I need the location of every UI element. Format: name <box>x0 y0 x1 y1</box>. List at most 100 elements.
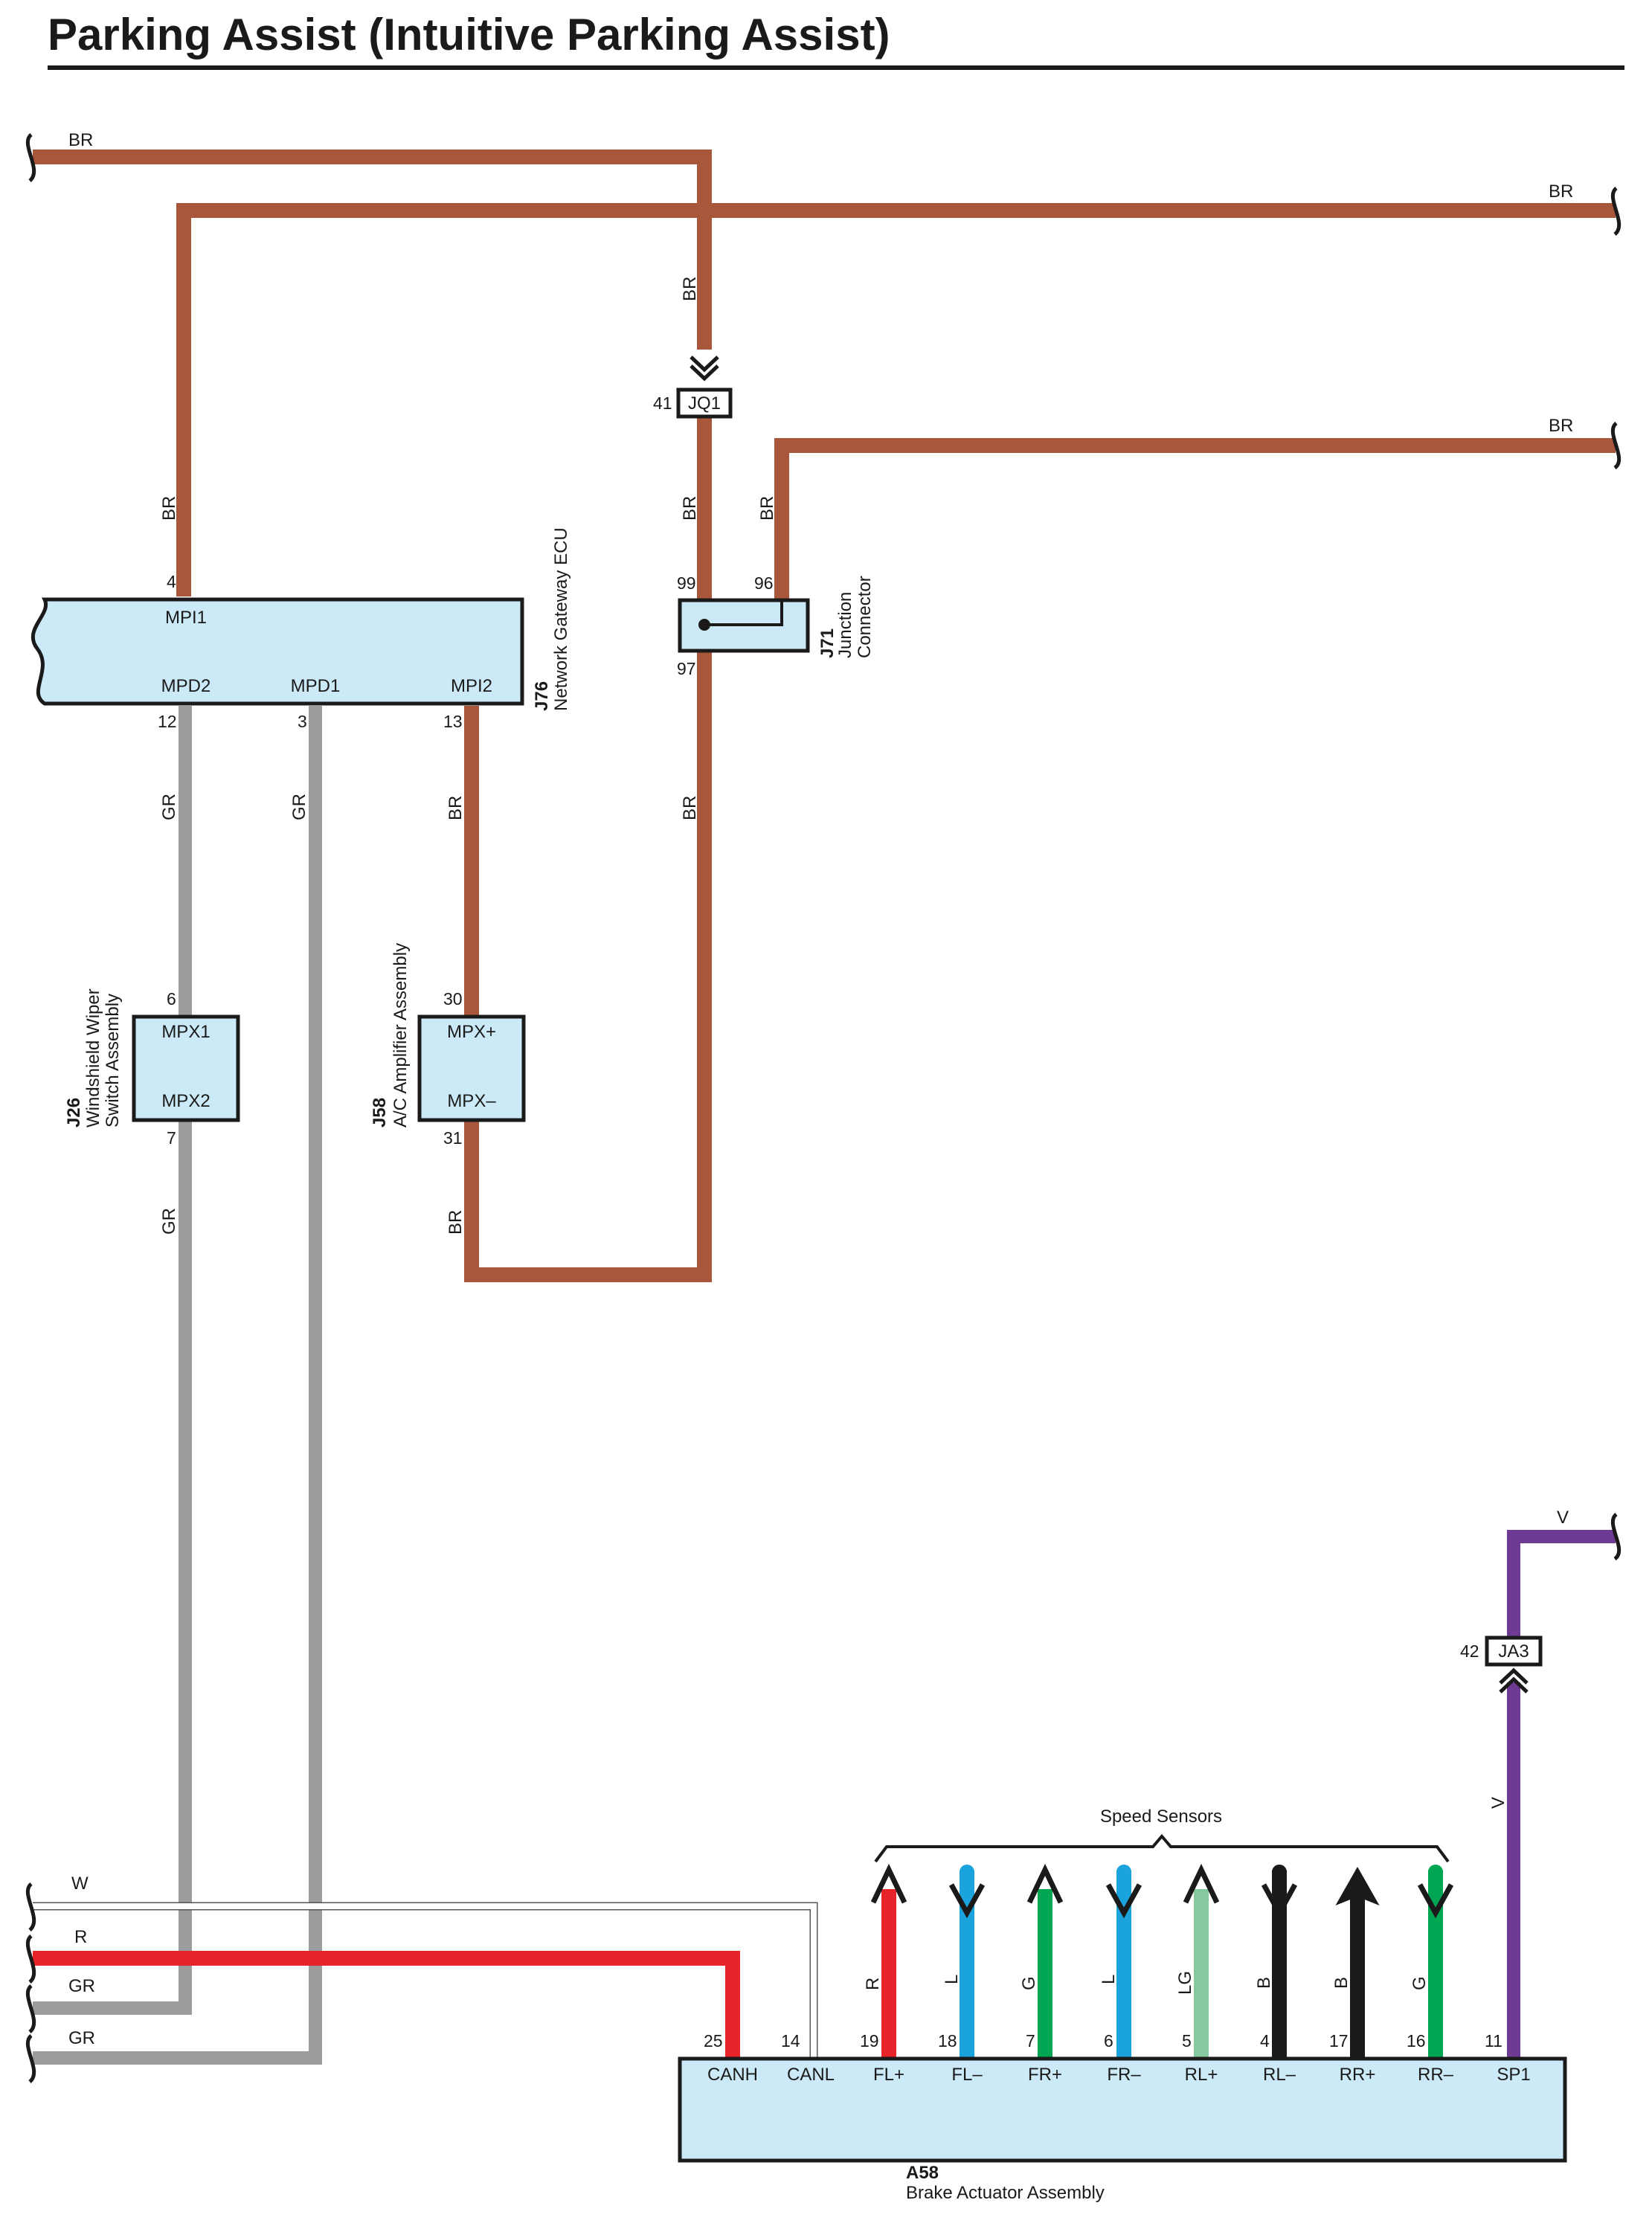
gr-wire-mpx2 <box>33 1120 192 2015</box>
br-wire-97-loop <box>464 651 712 1282</box>
terminal-name: MPD2 <box>161 676 211 696</box>
break-icon <box>25 2034 36 2083</box>
wire-break-marks <box>25 133 1622 2083</box>
wire-label: W <box>71 1873 89 1894</box>
terminal-name: RR– <box>1418 2065 1454 2085</box>
terminal-name: SP1 <box>1497 2065 1530 2085</box>
terminal-name: MPX+ <box>447 1022 496 1042</box>
speed-sensor-wires <box>870 1863 1454 2059</box>
component-name: Windshield Wiper <box>83 988 103 1128</box>
component-j58: MPX+ MPX– 30 31 J58 A/C Amplifier Assemb… <box>370 943 526 1148</box>
break-icon <box>1610 1513 1622 1561</box>
wire-label: R <box>74 1927 87 1947</box>
pin-number: 6 <box>167 989 176 1009</box>
pin-number: 96 <box>754 573 774 593</box>
pin-number: 4 <box>167 572 176 591</box>
j26-body <box>132 1014 240 1122</box>
wire-label: BR <box>1549 416 1573 436</box>
component-name: Connector <box>855 576 875 658</box>
wire-label: GR <box>159 1208 179 1235</box>
wire-label: V <box>1557 1508 1569 1528</box>
component-name: Switch Assembly <box>103 994 123 1128</box>
wire-label: B <box>1254 1977 1274 1989</box>
wire-label: R <box>863 1978 883 1990</box>
component-name: Brake Actuator Assembly <box>906 2183 1105 2203</box>
diagram-title: Parking Assist (Intuitive Parking Assist… <box>48 10 890 59</box>
pin-number: 25 <box>704 2031 723 2051</box>
pin-number: 7 <box>1026 2031 1035 2051</box>
connector-chevron-icon <box>690 356 719 382</box>
pin-number: 4 <box>1260 2031 1270 2051</box>
component-a58: 25 14 19 18 7 6 5 4 17 16 11 CANH CANL F… <box>678 2031 1567 2203</box>
break-icon <box>25 1984 36 2033</box>
rr-minus-chevron-icon <box>1417 1883 1454 1919</box>
terminal-name: RL– <box>1263 2065 1296 2085</box>
terminal-name: RR+ <box>1340 2065 1376 2085</box>
wire-label: GR <box>289 794 309 820</box>
terminal-name: RL+ <box>1185 2065 1218 2085</box>
pin-number: 14 <box>781 2031 800 2051</box>
component-code: J71 <box>817 628 838 658</box>
fr-plus-arrow-icon <box>1026 1863 1064 1904</box>
terminal-name: FL– <box>951 2065 983 2085</box>
connector-box <box>1485 1635 1543 1667</box>
br-wire-top-left <box>33 149 712 350</box>
wire-label: GR <box>68 2028 95 2048</box>
pin-number: 99 <box>677 573 696 593</box>
component-name: Network Gateway ECU <box>551 527 571 711</box>
wire-label: BR <box>680 277 700 301</box>
wire-label: BR <box>446 796 466 820</box>
break-icon <box>25 133 36 182</box>
component-code: J58 <box>370 1098 390 1128</box>
j58-body <box>417 1014 526 1122</box>
wire-label: BR <box>680 796 700 820</box>
j76-body <box>30 597 524 706</box>
br-wire-mpi1 <box>176 203 1616 596</box>
v-wire-top <box>1507 1530 1616 1638</box>
terminal-name: MPI1 <box>165 608 207 628</box>
wire-label: V <box>1488 1797 1508 1809</box>
break-icon <box>1610 422 1622 470</box>
wire-label: BR <box>680 496 700 521</box>
pin-number: 31 <box>443 1128 463 1148</box>
wire-labels: BR BR BR BR BR BR BR BR BR BR GR GR GR W… <box>68 130 1573 2048</box>
terminal-name: CANL <box>787 2065 835 2085</box>
pin-number: 11 <box>1485 2031 1502 2051</box>
connector-name: JQ1 <box>688 393 721 414</box>
pin-number: 13 <box>443 712 463 731</box>
a58-body <box>678 2056 1567 2163</box>
wire-label: BR <box>159 496 179 521</box>
connector-pin: 42 <box>1460 1641 1479 1661</box>
splice-dot <box>698 619 710 631</box>
terminal-name: CANH <box>707 2065 758 2085</box>
wire-label: L <box>1099 1975 1119 1984</box>
br-wire-96 <box>774 438 1616 600</box>
speed-sensors-label: Speed Sensors <box>1100 1807 1222 1827</box>
pin-number: 7 <box>167 1128 176 1148</box>
terminal-name: MPI2 <box>451 676 492 696</box>
speed-sensors-bracket: Speed Sensors <box>874 1807 1450 1863</box>
wire-label: L <box>942 1975 962 1984</box>
rl-plus-arrow-icon <box>1183 1863 1220 1904</box>
connector-pin: 41 <box>653 393 672 413</box>
connector-box <box>676 387 733 419</box>
connector-name: JA3 <box>1498 1641 1529 1662</box>
pin-number: 19 <box>860 2031 879 2051</box>
r-wire-canh <box>33 1951 740 2059</box>
component-code: J26 <box>64 1098 84 1128</box>
pin-number: 97 <box>677 659 696 678</box>
pin-number: 6 <box>1104 2031 1113 2051</box>
pin-number: 3 <box>298 712 307 731</box>
component-name: Junction <box>835 592 855 658</box>
component-j26: MPX1 MPX2 6 7 J26 Windshield Wiper Switc… <box>64 988 240 1148</box>
fl-plus-arrow-icon <box>870 1863 907 1904</box>
pin-number: 30 <box>443 989 463 1009</box>
wire-label: LG <box>1175 1971 1195 1995</box>
terminal-name: MPX1 <box>161 1022 210 1042</box>
br-wiring <box>33 149 1616 1282</box>
terminal-name: MPX– <box>447 1091 496 1111</box>
wire-label: GR <box>68 1976 95 1996</box>
wire-label: GR <box>159 794 179 820</box>
component-name: A/C Amplifier Assembly <box>390 943 411 1128</box>
